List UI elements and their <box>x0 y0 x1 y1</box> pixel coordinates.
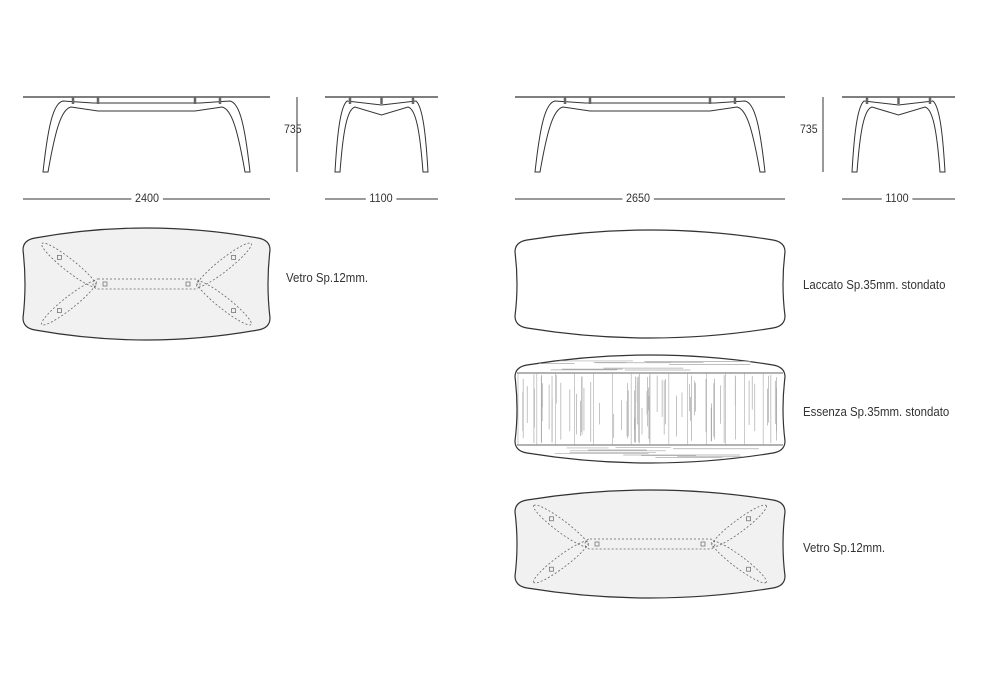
left-glass-plan-bracket <box>57 308 62 313</box>
right-glass-plan-bracket <box>549 566 554 572</box>
left-glass-plan-bracket <box>57 255 62 260</box>
left-glass-plan-bracket <box>185 281 191 287</box>
right-width-dimension: 1100 <box>881 191 913 205</box>
wood-top-label: Essenza Sp.35mm. stondato <box>803 404 950 419</box>
right-glass-plan-bracket <box>746 566 751 572</box>
right-glass-plan-leg-arm <box>533 540 589 584</box>
left-width-dimension: 1100 <box>365 191 397 205</box>
left-glass-top-label: Vetro Sp.12mm. <box>286 270 369 285</box>
lacquer-plan <box>514 229 786 339</box>
right-glass-top-label: Vetro Sp.12mm. <box>803 540 886 555</box>
left-glass-plan-leg-arm <box>196 242 252 288</box>
right-glass-plan-leg-arm <box>711 540 767 584</box>
right-height-dimension: 735 <box>800 122 818 136</box>
left-glass-plan-bracket <box>231 255 236 260</box>
left-front-elevation-leg-frame <box>42 100 251 173</box>
right-glass-plan-beam <box>584 538 716 550</box>
right-glass-plan-leg-arm <box>711 504 767 548</box>
lacquer-top-label: Laccato Sp.35mm. stondato <box>803 277 946 292</box>
right-glass-plan-bracket <box>700 541 706 547</box>
right-glass-plan <box>514 489 786 599</box>
left-glass-plan <box>22 227 271 341</box>
left-glass-plan-bracket <box>231 308 236 313</box>
left-glass-plan-leg-arm <box>41 280 97 326</box>
left-height-dimension: 735 <box>284 122 302 136</box>
left-glass-plan-leg-arm <box>196 280 252 326</box>
right-glass-plan-leg-arm <box>533 504 589 548</box>
right-side-elevation-leg-frame <box>851 100 946 173</box>
right-glass-plan-bracket <box>549 516 554 522</box>
left-side-elevation-leg-frame <box>334 100 429 173</box>
left-length-dimension: 2400 <box>131 191 163 205</box>
right-glass-plan-bracket <box>594 541 600 547</box>
right-glass-plan-bracket <box>746 516 751 522</box>
right-front-elevation-leg-frame <box>534 100 766 173</box>
left-glass-plan-beam <box>92 278 201 290</box>
left-glass-plan-leg-arm <box>41 242 97 288</box>
right-length-dimension: 2650 <box>622 191 654 205</box>
left-glass-plan-bracket <box>102 281 108 287</box>
